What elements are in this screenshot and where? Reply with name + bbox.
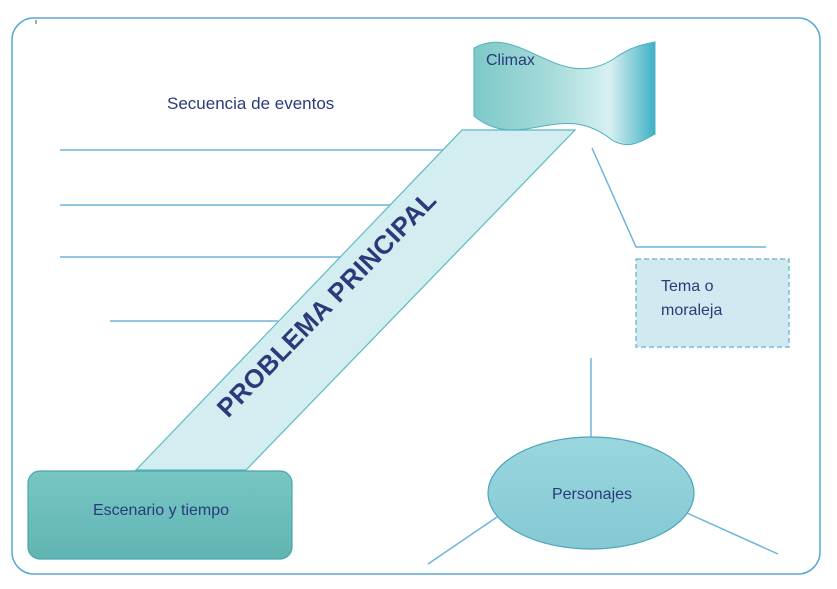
characters-oval[interactable] bbox=[487, 436, 695, 550]
theme-connector-line bbox=[591, 147, 766, 248]
character-line-left[interactable] bbox=[427, 516, 498, 565]
main-problem-banner bbox=[134, 129, 577, 471]
setting-label: Escenario y tiempo bbox=[93, 502, 229, 519]
sequence-label: Secuencia de eventos bbox=[167, 94, 334, 113]
climax-flag bbox=[473, 41, 656, 146]
theme-label-line1: Tema o bbox=[661, 278, 714, 295]
climax-label: Climax bbox=[486, 52, 535, 69]
character-line-right[interactable] bbox=[686, 512, 779, 555]
theme-label-line2: moraleja bbox=[661, 302, 722, 319]
theme-box[interactable] bbox=[635, 258, 790, 348]
setting-box[interactable] bbox=[27, 470, 293, 560]
characters-label: Personajes bbox=[552, 486, 632, 503]
outer-frame bbox=[11, 17, 821, 575]
